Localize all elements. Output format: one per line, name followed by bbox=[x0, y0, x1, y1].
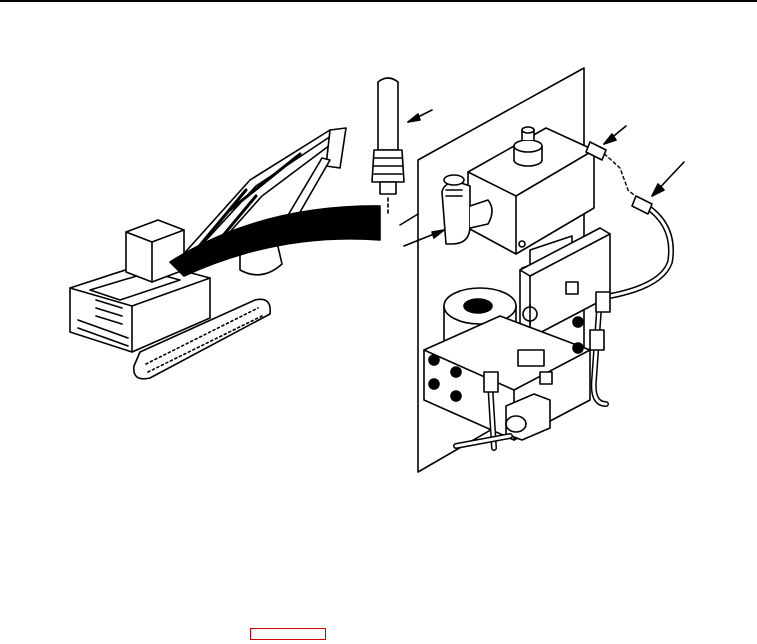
technical-illustration bbox=[69, 67, 685, 473]
hydraulic-tube bbox=[371, 77, 405, 215]
elbow-fitting bbox=[441, 174, 493, 245]
hydraulic-hose bbox=[453, 149, 674, 451]
header-rule bbox=[0, 0, 757, 2]
callout-arrows bbox=[403, 109, 685, 247]
lower-manifold bbox=[423, 315, 591, 441]
solenoid-valve-block bbox=[467, 126, 595, 255]
reference-link-box[interactable] bbox=[250, 628, 326, 640]
hose-fitting bbox=[483, 141, 653, 393]
excavator-icon bbox=[69, 127, 381, 380]
